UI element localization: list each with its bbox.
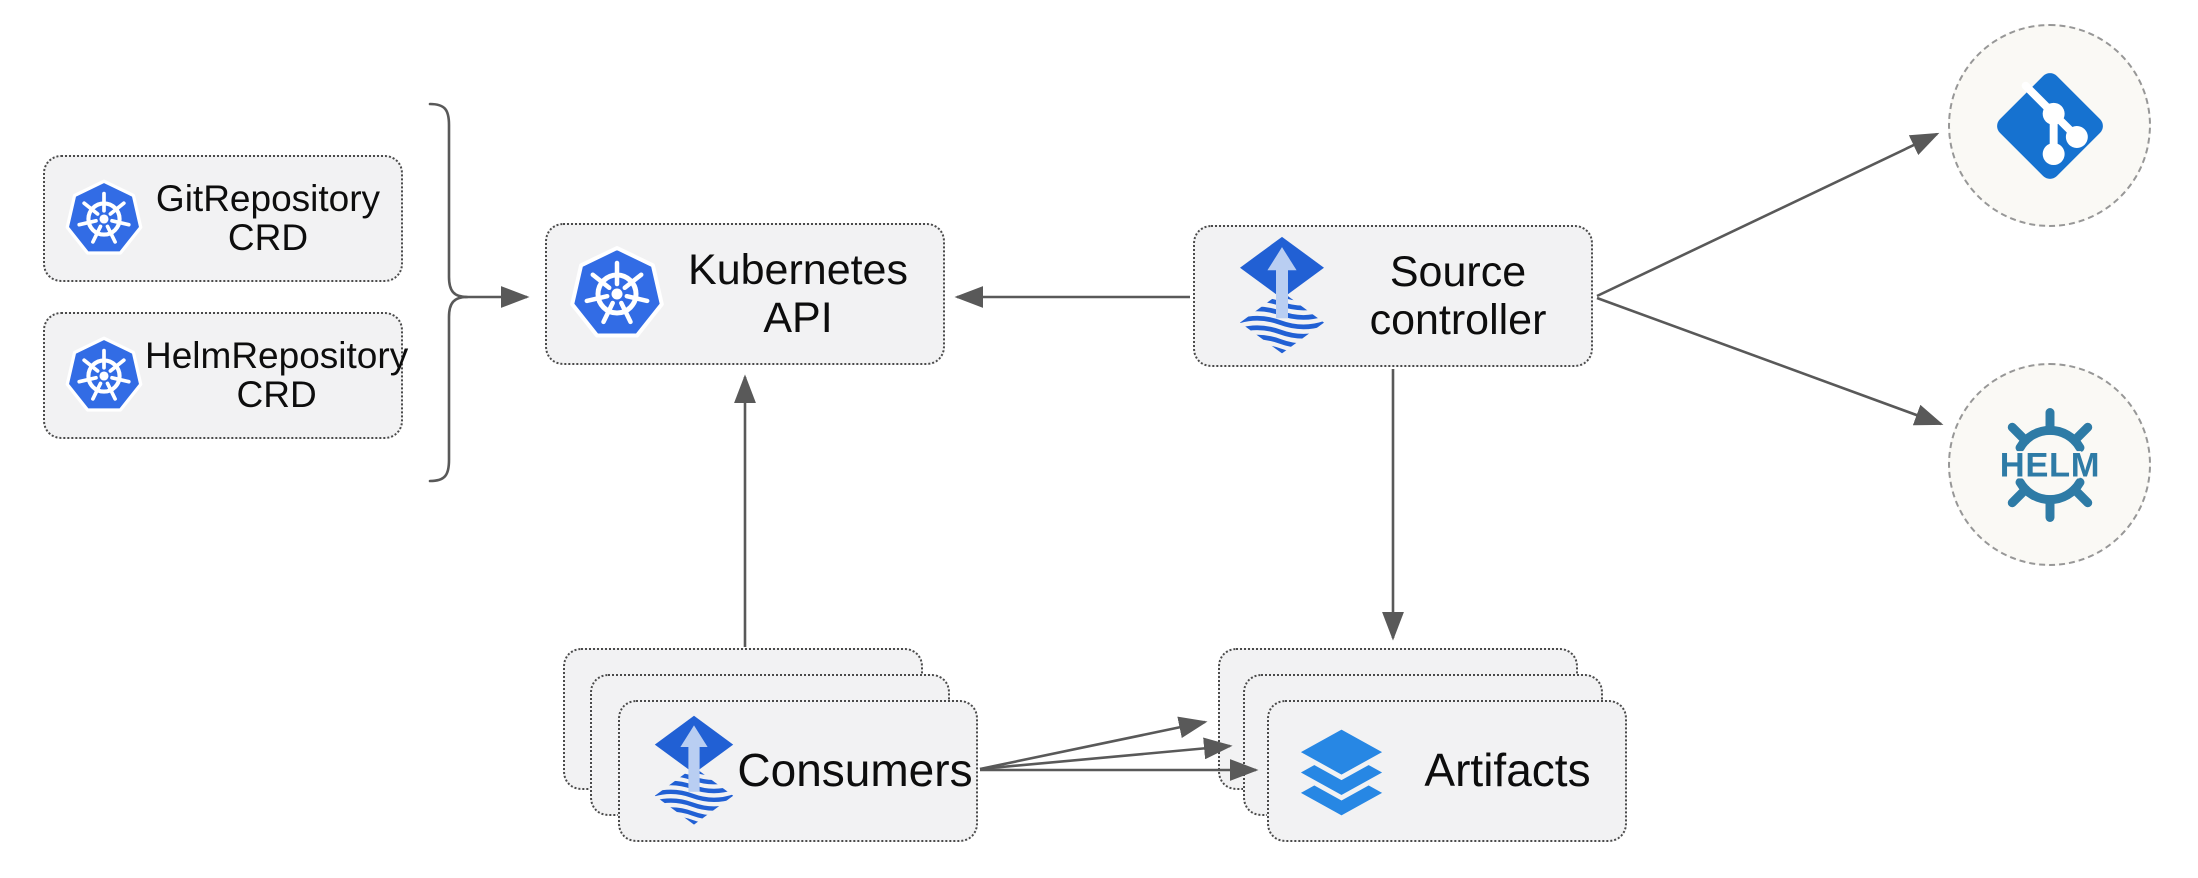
- git-icon: [1996, 72, 2103, 179]
- node-label: Source controller: [1325, 248, 1591, 344]
- helm-icon: HELM: [1997, 407, 2101, 522]
- helm-logo-text: HELM: [1999, 446, 2099, 484]
- crd-group-bracket: [428, 102, 469, 483]
- node-helm-repository: HELM: [1948, 363, 2151, 566]
- node-git-repository: [1948, 24, 2151, 227]
- node-helm-repository-crd: HelmRepository CRD: [43, 312, 408, 439]
- edge-consumers-to-artifacts-1: [979, 716, 1208, 771]
- flux-icon: [1240, 236, 1324, 354]
- layers-icon: [1293, 723, 1390, 820]
- label-line: CRD: [236, 373, 317, 415]
- node-kubernetes-api: Kubernetes API: [545, 223, 945, 365]
- flux-icon: [654, 715, 734, 825]
- node-artifacts: Artifacts: [1267, 700, 1627, 842]
- kubernetes-icon: [65, 179, 143, 255]
- label-line: CRD: [227, 216, 309, 258]
- label-line: HelmRepository: [145, 334, 409, 376]
- node-label: HelmRepository CRD: [145, 334, 418, 415]
- node-label: GitRepository CRD: [145, 177, 401, 258]
- edge-source-controller-to-helm: [1596, 296, 1944, 426]
- node-label: Kubernetes API: [688, 245, 908, 342]
- edge-source-controller-to-git: [1596, 132, 1940, 298]
- label-line: GitRepository: [155, 177, 381, 219]
- node-label: Artifacts: [1424, 744, 1591, 797]
- node-source-controller: Source controller: [1193, 225, 1593, 367]
- edge-consumers-to-artifacts-2: [979, 737, 1233, 771]
- kubernetes-icon: [570, 246, 664, 338]
- label-line: controller: [1369, 296, 1547, 344]
- node-consumers: Consumers: [618, 700, 978, 842]
- label-line: Source: [1389, 247, 1527, 296]
- node-git-repository-crd: GitRepository CRD: [43, 155, 403, 282]
- node-label: Consumers: [737, 744, 973, 797]
- kubernetes-icon: [65, 336, 143, 412]
